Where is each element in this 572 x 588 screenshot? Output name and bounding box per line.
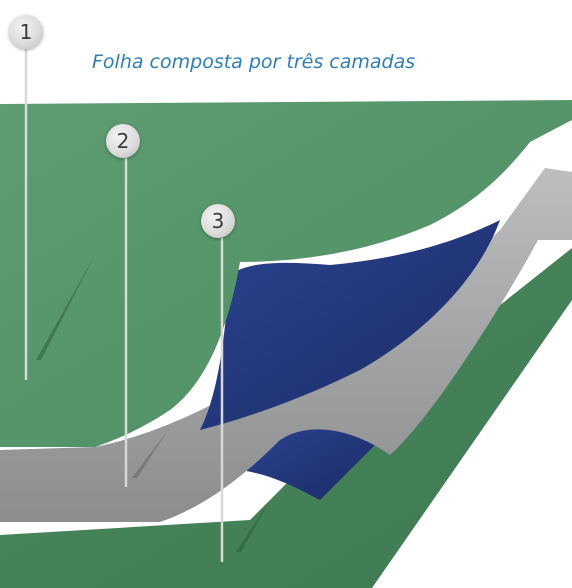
blue-curl-upper xyxy=(200,220,500,430)
marker-2: 2 xyxy=(106,124,140,158)
marker-1: 1 xyxy=(9,15,43,49)
top-green-layer xyxy=(0,100,572,447)
shade-streak-1 xyxy=(36,255,95,360)
middle-gray-layer xyxy=(0,168,572,522)
shade-streak-2 xyxy=(132,430,168,478)
bottom-green-layer xyxy=(0,248,572,588)
marker-3: 3 xyxy=(201,204,235,238)
shade-streak-3 xyxy=(236,500,270,552)
diagram-caption: Folha composta por três camadas xyxy=(92,51,416,73)
